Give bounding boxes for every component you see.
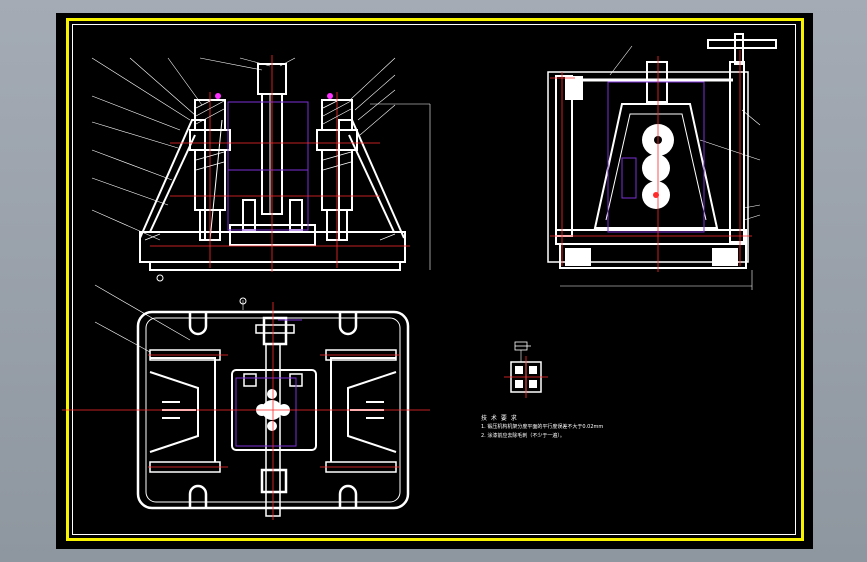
cad-model-space[interactable]	[56, 13, 813, 549]
drawing-border-outer	[66, 18, 804, 541]
centerlines-front	[150, 55, 410, 272]
technical-requirement-2: 2. 涂漆前应去除毛刺（不少于一遍）。	[481, 433, 565, 439]
drawing-border-inner	[72, 24, 796, 535]
hatching-front	[144, 100, 396, 241]
top-view	[62, 284, 430, 520]
leader-lines-top	[94, 284, 244, 353]
section-boundary-front	[227, 101, 309, 231]
side-view	[547, 33, 777, 290]
detail-view	[504, 341, 548, 398]
leader-lines-left	[91, 57, 431, 270]
centerlines-top	[62, 302, 430, 520]
centerlines-side	[550, 50, 752, 272]
centerlines-detail	[504, 356, 548, 398]
technical-requirements-title: 技 术 要 求	[481, 415, 518, 422]
front-section-view	[91, 55, 431, 282]
technical-requirement-1: 1. 锻压机构机架分度平面的平行度误差不大于0.02mm	[481, 424, 604, 430]
section-boundary-side	[607, 81, 705, 233]
section-boundary-top	[235, 319, 302, 447]
